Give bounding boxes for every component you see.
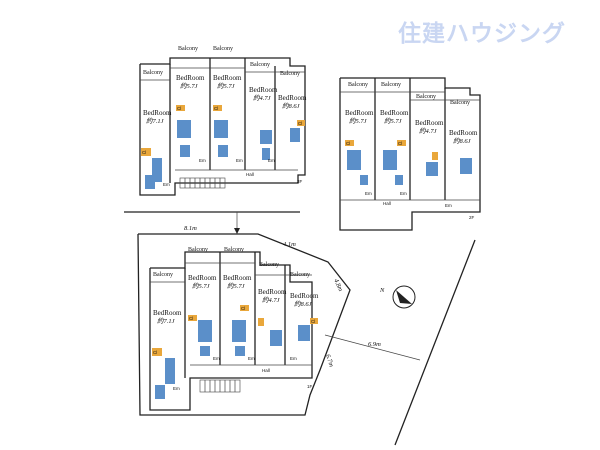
label-em: Em bbox=[213, 356, 220, 361]
label-bedroom: BedRoom bbox=[143, 109, 172, 117]
dimension-4-1m: 4.1m bbox=[283, 241, 296, 248]
label-balcony: Balcony bbox=[450, 100, 470, 106]
label-closet: Cl bbox=[298, 121, 302, 126]
dimension-6-7m: 6.7m bbox=[324, 353, 335, 368]
label-closet: Cl bbox=[241, 306, 245, 311]
label-balcony: Balcony bbox=[250, 62, 270, 68]
label-balcony: Balcony bbox=[153, 272, 173, 278]
label-balcony: Balcony bbox=[143, 70, 163, 76]
label-size: 約8.6J bbox=[282, 102, 301, 110]
label-floor: 1F bbox=[307, 384, 313, 389]
label-closet: Cl bbox=[311, 319, 315, 324]
label-size: 約5.7J bbox=[227, 282, 246, 290]
label-closet: Cl bbox=[177, 106, 181, 111]
company-logo: 住建ハウジング bbox=[398, 21, 566, 47]
label-size: 約7.1J bbox=[157, 317, 176, 325]
label-size: 約4.7J bbox=[419, 127, 438, 135]
label-bedroom: BedRoom bbox=[188, 274, 217, 282]
dimension-4-8m: 4.8m bbox=[332, 278, 344, 293]
dimension-6-9m: 6.9m bbox=[368, 341, 381, 348]
label-balcony: Balcony bbox=[381, 82, 401, 88]
label-em: Em bbox=[268, 158, 275, 163]
label-bedroom: BedRoom bbox=[249, 86, 278, 94]
label-bedroom: BedRoom bbox=[258, 288, 287, 296]
label-hall: Hall bbox=[383, 201, 391, 206]
north-label: N bbox=[379, 287, 385, 294]
label-size: 約5.7J bbox=[349, 117, 368, 125]
label-bedroom: BedRoom bbox=[449, 129, 478, 137]
label-balcony: Balcony bbox=[188, 247, 208, 253]
label-hall: Hall bbox=[262, 368, 270, 373]
label-balcony: Balcony bbox=[213, 46, 233, 52]
label-size: 約7.1J bbox=[146, 117, 165, 125]
label-bedroom: BedRoom bbox=[415, 119, 444, 127]
label-closet: Cl bbox=[142, 150, 146, 155]
label-balcony: Balcony bbox=[290, 272, 310, 278]
label-em: Em bbox=[248, 356, 255, 361]
label-closet: Cl bbox=[214, 106, 218, 111]
label-bedroom: BedRoom bbox=[223, 274, 252, 282]
label-em: Em bbox=[199, 158, 206, 163]
label-size: 約5.7J bbox=[192, 282, 211, 290]
label-size: 約5.7J bbox=[217, 82, 236, 90]
label-floor: 3F bbox=[297, 179, 303, 184]
label-closet: Cl bbox=[153, 350, 157, 355]
label-em: Em bbox=[236, 158, 243, 163]
label-size: 約5.7J bbox=[180, 82, 199, 90]
label-floor: 2F bbox=[469, 215, 475, 220]
label-closet: Cl bbox=[398, 141, 402, 146]
floor-plan-upper-right: Balcony Balcony Balcony Balcony BedRoom … bbox=[339, 77, 481, 231]
label-balcony: Balcony bbox=[280, 71, 300, 77]
label-size: 約4.7J bbox=[262, 296, 281, 304]
dimension-8-1m: 8.1m bbox=[184, 225, 197, 232]
label-size: 約4.7J bbox=[253, 94, 272, 102]
label-balcony: Balcony bbox=[178, 46, 198, 52]
label-bedroom: BedRoom bbox=[345, 109, 374, 117]
label-size: 約5.7J bbox=[384, 117, 403, 125]
label-balcony: Balcony bbox=[348, 82, 368, 88]
label-em: Em bbox=[400, 191, 407, 196]
label-closet: Cl bbox=[346, 141, 350, 146]
label-size: 約8.6J bbox=[294, 300, 313, 308]
label-bedroom: BedRoom bbox=[213, 74, 242, 82]
label-em: Em bbox=[290, 356, 297, 361]
label-bedroom: BedRoom bbox=[290, 292, 319, 300]
label-closet: Cl bbox=[189, 316, 193, 321]
label-em: Em bbox=[173, 386, 180, 391]
label-balcony: Balcony bbox=[259, 262, 279, 268]
label-em: Em bbox=[445, 203, 452, 208]
north-arrow-icon: N bbox=[379, 285, 416, 309]
label-bedroom: BedRoom bbox=[176, 74, 205, 82]
label-size: 約8.6J bbox=[453, 137, 472, 145]
floor-plan-upper-left: Balcony Balcony Balcony Balcony Balcony … bbox=[139, 46, 307, 196]
label-hall: Hall bbox=[246, 172, 254, 177]
label-em: Em bbox=[365, 191, 372, 196]
floor-plan-lower: Balcony Balcony Balcony Balcony Balcony … bbox=[149, 247, 319, 411]
label-balcony: Balcony bbox=[224, 247, 244, 253]
label-em: Em bbox=[163, 182, 170, 187]
label-bedroom: BedRoom bbox=[153, 309, 182, 317]
label-bedroom: BedRoom bbox=[380, 109, 409, 117]
label-balcony: Balcony bbox=[416, 94, 436, 100]
label-bedroom: BedRoom bbox=[278, 94, 307, 102]
